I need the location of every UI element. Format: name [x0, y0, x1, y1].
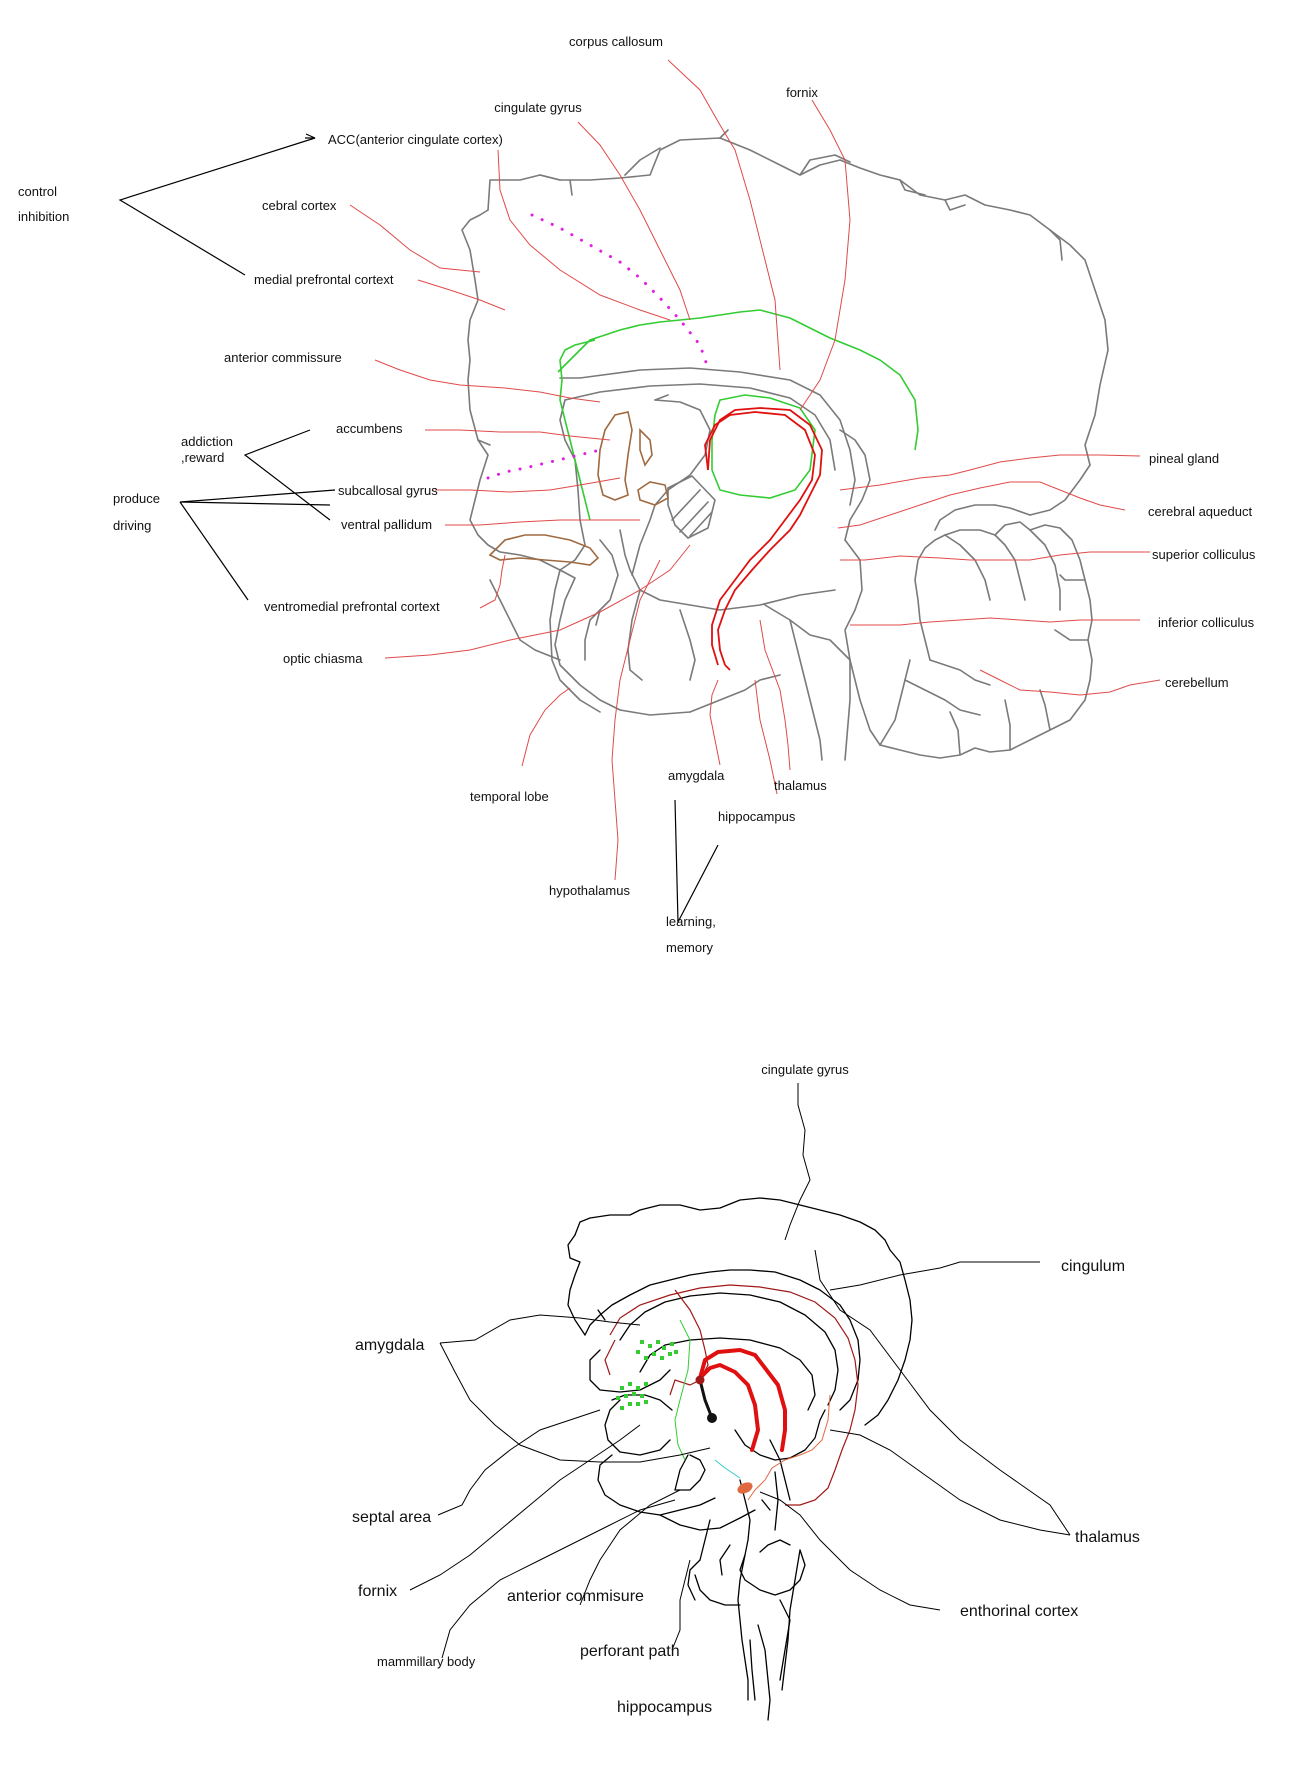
label-cingulum: cingulum [1061, 1258, 1125, 1275]
label-fornix-2: fornix [358, 1583, 397, 1600]
label-amygdala-2: amygdala [355, 1337, 424, 1354]
label-temporal-lobe: temporal lobe [470, 789, 549, 804]
annotation-memory: memory [666, 940, 713, 955]
green-tract [557, 309, 919, 521]
diagram1-labels: corpus callosum fornix cingulate gyrus A… [18, 34, 1256, 955]
label-enthorinal-cortex: enthorinal cortex [960, 1603, 1078, 1620]
label-ventromedial-prefrontal-cortext: ventromedial prefrontal cortext [264, 599, 440, 614]
vmpfc-region [488, 534, 600, 566]
label-subcallosal-gyrus: subcallosal gyrus [338, 483, 438, 498]
label-hippocampus: hippocampus [718, 809, 796, 824]
label-cerebellum: cerebellum [1165, 675, 1229, 690]
label-amygdala: amygdala [668, 768, 725, 783]
label-perforant-path: perforant path [580, 1643, 680, 1660]
label-cingulate-gyrus-2: cingulate gyrus [761, 1062, 849, 1077]
label-anterior-commisure: anterior commisure [507, 1588, 644, 1605]
label-optic-chiasma: optic chiasma [283, 651, 363, 666]
label-corpus-callosum: corpus callosum [569, 34, 663, 49]
ventral-pallidum-nucleus [637, 481, 669, 506]
label-hypothalamus: hypothalamus [549, 883, 630, 898]
annotation-inhibition: inhibition [18, 209, 69, 224]
green-connector [674, 1319, 691, 1461]
fornix-bold [698, 1348, 787, 1452]
green-dots [616, 1340, 678, 1410]
limbic-system-diagram: cingulate gyrus cingulum amygdala septal… [352, 1062, 1140, 1721]
label-cebral-cortex: cebral cortex [262, 198, 337, 213]
diagram2-labels: cingulate gyrus cingulum amygdala septal… [352, 1062, 1140, 1716]
label-cerebral-aqueduct: cerebral aqueduct [1148, 504, 1252, 519]
limbic-outline [567, 1197, 913, 1721]
label-superior-colliculus: superior colliculus [1152, 547, 1256, 562]
mammillary-node [707, 1413, 717, 1423]
annotation-produce: produce [113, 491, 160, 506]
leader-lines-black [409, 1083, 1071, 1659]
label-mammillary-body: mammillary body [377, 1654, 476, 1669]
small-nucleus [639, 428, 653, 467]
label-anterior-commissure: anterior commissure [224, 350, 342, 365]
perforant-path-line [714, 1459, 741, 1479]
leader-lines [349, 59, 1161, 881]
label-inferior-colliculus: inferior colliculus [1158, 615, 1255, 630]
label-medial-prefrontal-cortext: medial prefrontal cortext [254, 272, 394, 287]
label-fornix: fornix [786, 85, 818, 100]
brown-nuclei [488, 411, 669, 566]
accumbens-nucleus [597, 411, 633, 501]
label-ventral-pallidum: ventral pallidum [341, 517, 432, 532]
brain-outline [461, 129, 1109, 761]
label-pineal-gland: pineal gland [1149, 451, 1219, 466]
annotation-addiction: addiction [181, 434, 233, 449]
label-thalamus: thalamus [774, 778, 827, 793]
label-septal-area: septal area [352, 1509, 431, 1526]
cingulum-tract [604, 1284, 859, 1506]
annotation-learning: learning, [666, 914, 716, 929]
annotation-driving: driving [113, 518, 151, 533]
sagittal-brain-diagram: corpus callosum fornix cingulate gyrus A… [18, 34, 1256, 955]
label-thalamus-2: thalamus [1075, 1529, 1140, 1546]
annotation-lines [118, 133, 719, 923]
annotation-reward: ,reward [181, 450, 224, 465]
entorhinal-node [737, 1482, 753, 1494]
annotation-control: control [18, 184, 57, 199]
label-accumbens: accumbens [336, 421, 403, 436]
fornix-dark [698, 1379, 714, 1419]
label-cingulate-gyrus: cingulate gyrus [494, 100, 582, 115]
label-acc: ACC(anterior cingulate cortex) [328, 132, 503, 147]
label-hippocampus-2: hippocampus [617, 1699, 712, 1716]
red-node [695, 1375, 705, 1385]
fornix-tract-red [704, 407, 823, 671]
entorhinal-tract [747, 1394, 831, 1501]
